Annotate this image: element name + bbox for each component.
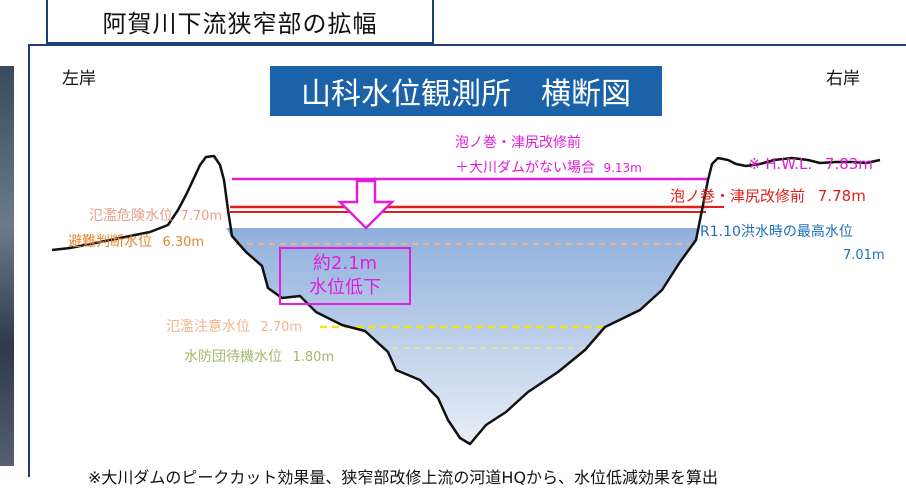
water-area [226,228,700,444]
label-before-no-dam-line2: ＋大川ダムがない場合 9.13m [455,160,642,176]
label-danger-level: 氾濫危険水位 7.70m [89,208,223,224]
label-before-no-dam-line1: 泡ノ巻・津尻改修前 [455,135,581,151]
cross-section-diagram [51,154,881,446]
ground-profile [51,154,881,446]
footnote: ※大川ダムのピークカット効果量、狭窄部改修上流の河道HQから、水位低減効果を算出 [88,468,719,487]
diagram-title: 山科水位観測所 横断図 [270,66,662,116]
value-7-70: 7.70m [180,209,223,224]
water-drop-callout: 約2.1m 水位低下 [279,247,411,305]
drop-amount: 約2.1m [312,253,378,274]
label-before-improvement: 泡ノ巻・津尻改修前 7.78m [670,187,866,205]
drop-arrow [336,179,396,230]
label-r1-10-flood: R1.10洪水時の最高水位 [700,224,853,240]
photo-strip [0,66,14,466]
label-standby-level: 水防団待機水位 1.80m [184,349,335,365]
label-evacuation-level: 避難判断水位 6.30m [68,234,205,250]
value-7-01: 7.01m [843,248,885,263]
value-6-30: 6.30m [162,235,205,250]
label-caution-level: 氾濫注意水位 2.70m [166,319,303,335]
right-bank-label: 右岸 [826,69,860,89]
value-1-80: 1.80m [292,350,335,365]
left-bank-label: 左岸 [62,69,96,89]
diagram-panel [28,44,906,477]
value-7-78: 7.78m [817,187,866,205]
value-hwl: 7.83m [824,155,873,173]
value-9-13: 9.13m [603,161,642,175]
value-2-70: 2.70m [260,320,303,335]
label-hwl: ※ H.W.L. 7.83m [748,155,873,173]
drop-caption: 水位低下 [309,277,381,298]
section-heading: 阿賀川下流狭窄部の拡幅 [46,0,434,44]
